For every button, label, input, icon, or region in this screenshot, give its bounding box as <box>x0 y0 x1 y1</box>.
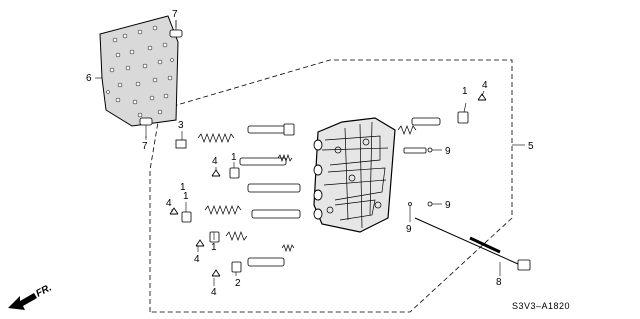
diagram-code: S3V3–A1820 <box>512 301 571 311</box>
callout-1: 1 <box>180 182 186 193</box>
callout-4: 4 <box>194 254 200 265</box>
callout-1: 1 <box>462 86 468 97</box>
front-direction-arrow-icon <box>8 293 37 310</box>
assembly-boundary <box>149 59 513 313</box>
callout-1: 1 <box>231 152 237 163</box>
callout-8: 8 <box>496 277 502 288</box>
callout-9: 9 <box>445 200 451 211</box>
valve-spool <box>239 117 441 267</box>
callout-2: 2 <box>235 278 241 289</box>
valve-sleeve <box>181 111 469 273</box>
leader-lines <box>95 20 525 286</box>
callout-5: 5 <box>528 141 534 152</box>
callout-4: 4 <box>211 287 217 298</box>
callout-9: 9 <box>406 224 412 235</box>
callout-3: 3 <box>178 120 184 131</box>
callout-4: 4 <box>166 198 172 209</box>
callout-1: 1 <box>183 191 189 202</box>
callout-1: 1 <box>211 242 217 253</box>
stopper-plate <box>175 139 187 149</box>
separator-plate <box>99 15 179 127</box>
valve-body <box>313 117 396 233</box>
direction-label: FR. <box>34 282 53 299</box>
callout-4: 4 <box>212 156 218 167</box>
dowel-pin <box>139 117 153 138</box>
spring <box>197 125 417 253</box>
dowel-pin <box>169 20 183 38</box>
callout-6: 6 <box>86 73 92 84</box>
callout-9: 9 <box>445 146 451 157</box>
callout-7: 7 <box>142 141 148 152</box>
callout-7: 7 <box>172 9 178 20</box>
small-bolt <box>403 147 433 207</box>
flange-bolt <box>414 217 531 271</box>
callout-4: 4 <box>482 80 488 91</box>
